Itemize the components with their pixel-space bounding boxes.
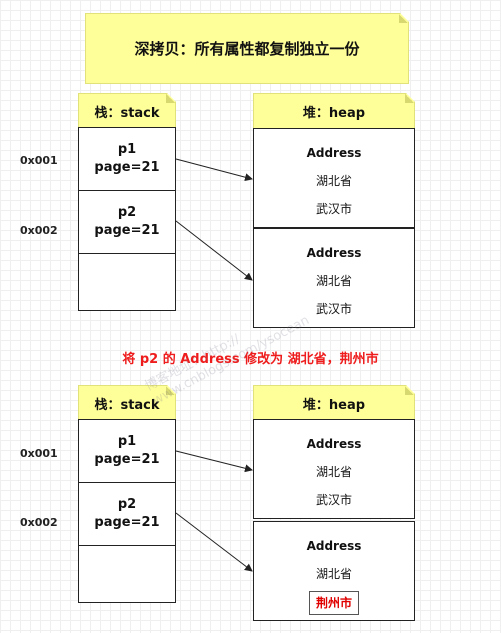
modification-caption: 将 p2 的 Address 修改为 湖北省，荆州市 [122,352,379,367]
modified-city: 荆州市 [308,591,359,615]
object-province: 湖北省 [315,174,352,188]
heap-label: 堆：heap [302,105,366,121]
object-type: Address [306,146,362,160]
object-type: Address [306,539,362,553]
reference-arrow [175,512,253,572]
variable-value: page=21 [94,452,160,467]
heap-object-2: Address 湖北省 荆州市 [253,521,415,621]
heap-object-1: Address 湖北省 武汉市 [253,419,415,519]
stack-header-2: 栈：stack [78,385,176,421]
stack-cell-p2: p2 page=21 [78,190,176,254]
heap-label: 堆：heap [302,397,366,413]
object-type: Address [306,437,362,451]
stack-cell-p1: p1 page=21 [78,419,176,483]
address-label: 0x001 [20,447,58,460]
reference-arrow [175,158,253,182]
variable-value: page=21 [94,223,160,238]
object-province: 湖北省 [315,567,352,581]
object-city: 武汉市 [315,493,352,507]
object-type: Address [306,246,362,260]
heap-object-2: Address 湖北省 武汉市 [253,228,415,328]
variable-name: p1 [117,434,137,449]
address-label: 0x002 [20,224,58,237]
variable-value: page=21 [94,160,160,175]
object-province: 湖北省 [315,465,352,479]
title-text: 深拷贝：所有属性都复制独立一份 [134,40,360,58]
address-label: 0x001 [20,154,58,167]
heap-object-1: Address 湖北省 武汉市 [253,128,415,228]
variable-name: p1 [117,142,137,157]
variable-name: p2 [117,497,137,512]
title-note: 深拷贝：所有属性都复制独立一份 [85,13,409,84]
address-label: 0x002 [20,516,58,529]
stack-label: 栈：stack [94,397,160,413]
object-city: 武汉市 [315,202,352,216]
variable-name: p2 [117,205,137,220]
stack-label: 栈：stack [94,105,160,121]
stack-cell-p2: p2 page=21 [78,482,176,546]
variable-value: page=21 [94,515,160,530]
reference-arrow [175,220,253,281]
reference-arrow [175,450,253,473]
stack-empty-cell [78,545,176,603]
object-city: 武汉市 [315,302,352,316]
stack-empty-cell [78,253,176,311]
object-province: 湖北省 [315,274,352,288]
